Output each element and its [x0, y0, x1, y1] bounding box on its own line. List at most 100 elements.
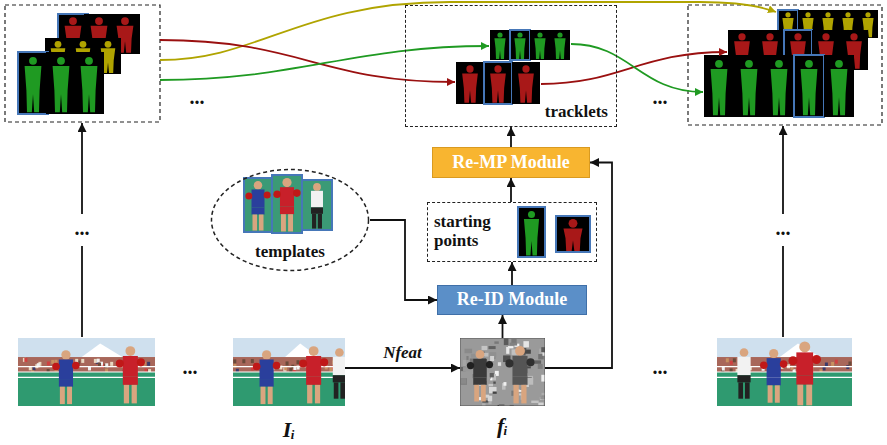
illustration-part [493, 391, 497, 393]
illustration-part [268, 387, 273, 404]
template-crop [302, 180, 332, 230]
illustration-part [125, 346, 135, 356]
illustration-part [233, 377, 345, 378]
illustration-part [124, 385, 129, 403]
illustration-part [80, 41, 87, 48]
illustration-part [293, 189, 301, 197]
illustration-part [260, 359, 274, 379]
illustration-part [760, 361, 768, 369]
illustration-part [488, 346, 495, 349]
illustration-part [563, 228, 582, 250]
illustration-part [522, 65, 529, 72]
illustration-part [233, 371, 345, 372]
side-line [782, 246, 784, 337]
illustration-part [296, 360, 299, 364]
flow-arrow [545, 163, 612, 369]
illustration-part [80, 343, 125, 358]
template-crop [272, 175, 302, 233]
input-frame: Iᵢ [233, 338, 345, 442]
illustration-part [514, 38, 525, 59]
illustration-part [302, 180, 332, 230]
illustration-part [775, 60, 783, 68]
illustration-part [850, 33, 857, 40]
tracklet-link [160, 46, 489, 80]
illustration-part [540, 396, 545, 399]
illustration-part [504, 339, 509, 346]
illustration-part [311, 191, 323, 208]
side-arrow [782, 126, 784, 214]
illustration-part [260, 379, 274, 387]
ellipsis-mark: ... [653, 356, 668, 378]
illustration-part [18, 372, 155, 406]
illustration-part [123, 377, 138, 385]
illustration-part [835, 360, 838, 364]
illustration-part [461, 378, 466, 384]
template-border [244, 178, 272, 232]
node-label: Re-MP Module [452, 153, 569, 173]
illustration-part [69, 17, 77, 25]
illustration-part [288, 214, 293, 231]
illustration-part [52, 363, 60, 371]
illustration-part [460, 338, 545, 406]
illustration-part [775, 385, 780, 402]
illustration-part [510, 343, 517, 346]
illustration-part [767, 378, 781, 386]
illustration-part [767, 358, 781, 378]
illustration-part [785, 12, 790, 17]
illustration-part [55, 41, 62, 48]
illustration-part [740, 348, 749, 357]
illustration-part [493, 382, 495, 384]
illustration-part [715, 60, 723, 68]
node-label: tracklets [545, 103, 608, 122]
illustration-part [333, 375, 345, 382]
illustration-part [717, 371, 852, 372]
illustration-part [734, 55, 764, 117]
illustration-part [704, 55, 734, 117]
illustration-part [471, 354, 476, 358]
illustration-part [320, 358, 328, 366]
illustration-part [123, 356, 138, 377]
illustration-part [252, 190, 265, 208]
illustration-part [534, 38, 545, 59]
illustration-part [794, 33, 801, 40]
illustration-part [498, 362, 501, 366]
illustration-part [18, 52, 48, 114]
illustration-part [738, 33, 745, 40]
illustration-part [81, 66, 98, 112]
illustration-part [510, 30, 530, 60]
illustration-part [244, 178, 272, 232]
illustration-part [528, 211, 535, 218]
illustration-part [518, 207, 545, 257]
illustration-part [484, 62, 512, 104]
illustration-part [53, 66, 70, 112]
illustration-part [512, 377, 527, 385]
flow-arrow [345, 367, 460, 369]
frame-group-box [688, 5, 882, 125]
illustration-part [286, 361, 289, 365]
illustration-part [845, 12, 850, 17]
illustration-part [569, 219, 578, 228]
feature-map-node: fᵢ [460, 338, 545, 438]
illustration-part [273, 362, 281, 370]
illustration-part [537, 32, 542, 37]
illustration-part [121, 17, 129, 25]
mask-frame [764, 55, 794, 117]
side-arrow [81, 123, 83, 214]
mask-frame [510, 30, 530, 60]
template-crop [244, 178, 272, 232]
illustration-part [280, 207, 294, 215]
illustration-part [806, 385, 812, 406]
illustration-part [518, 207, 545, 257]
ellipsis-mark: ... [653, 86, 668, 108]
starting-points-box: starting points [427, 202, 597, 262]
illustration-part [524, 219, 539, 255]
illustration-part [315, 385, 320, 403]
illustration-part [556, 216, 590, 252]
illustration-part [334, 382, 339, 398]
illustration-part [526, 358, 534, 366]
illustration-part [490, 30, 510, 60]
mask-frame [512, 62, 540, 104]
illustration-part [340, 382, 345, 398]
mask-frame [530, 30, 550, 60]
mask-frame [794, 55, 824, 117]
